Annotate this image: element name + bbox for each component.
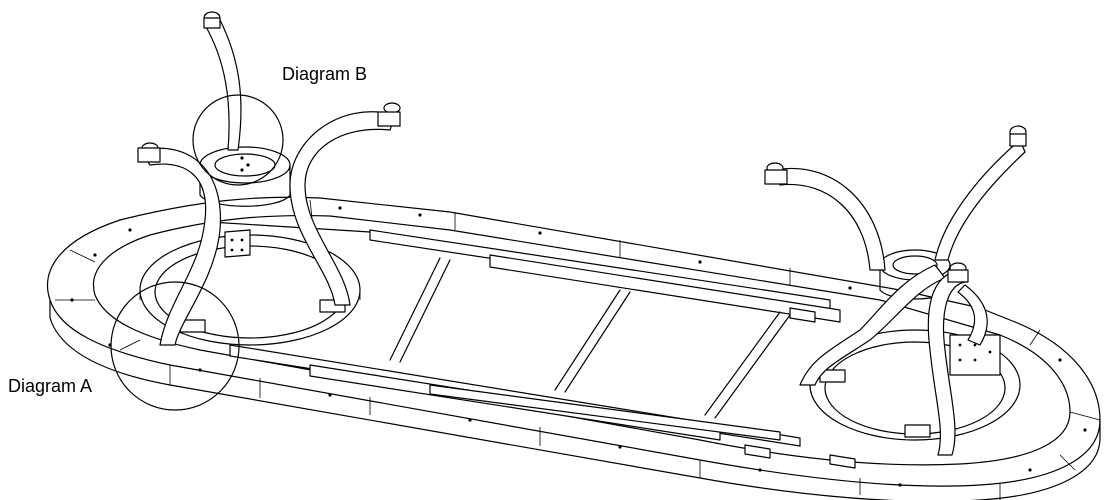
callout-label-b: Diagram B	[282, 64, 368, 84]
left-legs	[137, 11, 401, 346]
callout-circle-a	[110, 281, 240, 411]
callout-circles	[110, 94, 284, 411]
apron-bolts	[70, 206, 1087, 487]
callout-circle-b	[192, 94, 284, 186]
callout-label-a: Diagram A	[8, 376, 93, 396]
right-ring	[809, 329, 1021, 441]
stretcher-rails	[209, 221, 856, 469]
right-legs	[764, 125, 1027, 456]
